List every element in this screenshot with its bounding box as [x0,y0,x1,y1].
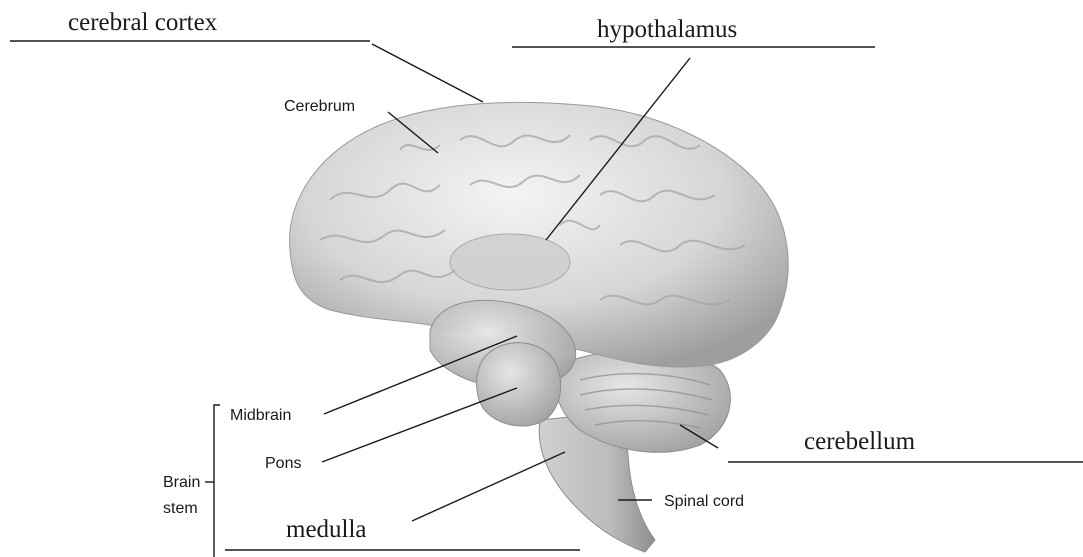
pons-shape [477,343,561,426]
midbrain-label: Midbrain [230,407,291,424]
cerebral-cortex-label: cerebral cortex [68,9,218,36]
brain-stem-label-line1: Brain [163,474,200,491]
brain-stem-label-line2: stem [163,500,198,517]
medulla-label: medulla [286,516,367,543]
hypothalamus-label: hypothalamus [597,16,737,43]
brain-stem-bracket [214,405,220,557]
cerebrum-label: Cerebrum [284,98,355,115]
hypothalamus-shape [450,234,570,290]
pons-label: Pons [265,455,301,472]
brain-illustration [290,102,789,552]
spinal-cord-label: Spinal cord [664,493,744,510]
pons-leader [322,388,517,462]
cerebral-cortex-leader [372,44,483,102]
medulla-leader [412,452,565,521]
cerebellum-label: cerebellum [804,428,916,455]
